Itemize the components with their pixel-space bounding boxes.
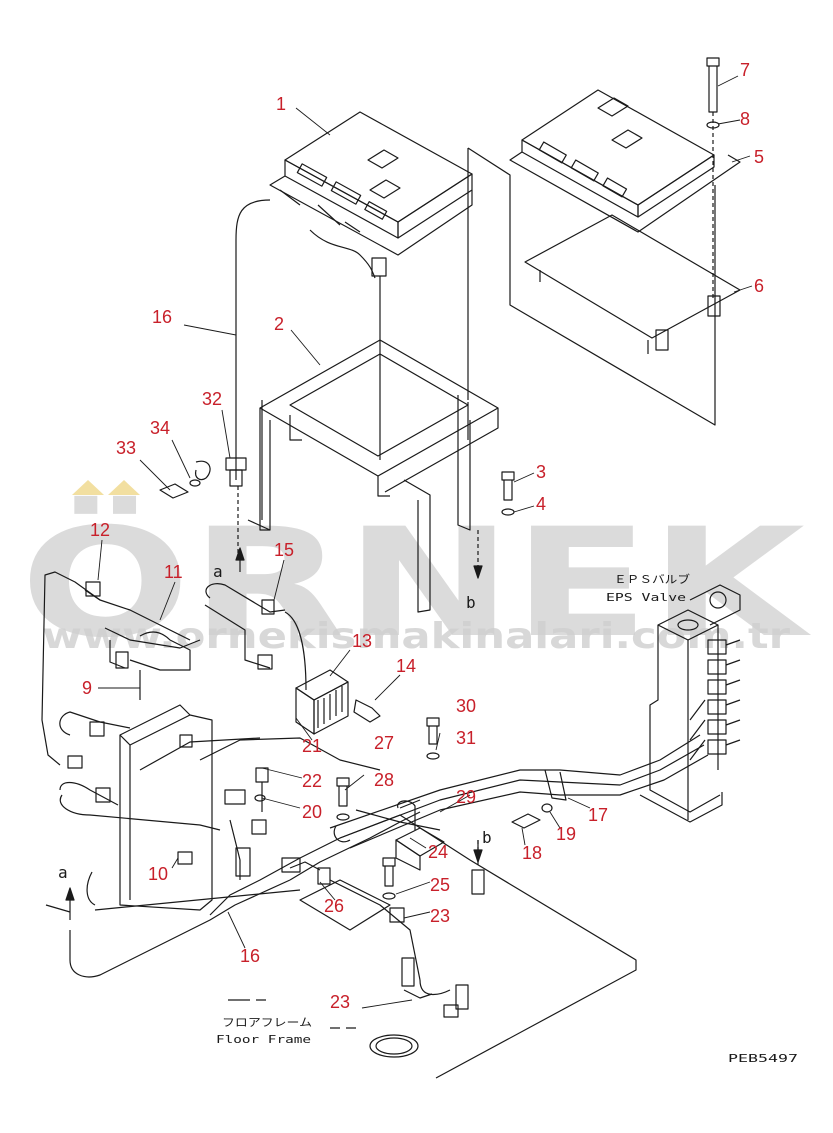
eps-valve-label-en: EPS Valve	[606, 591, 686, 604]
callout-27[interactable]: 27	[374, 733, 394, 753]
callout-13[interactable]: 13	[352, 631, 372, 651]
callout-16-lower[interactable]: 16	[240, 946, 260, 966]
controller-1-harness	[235, 199, 387, 480]
clamp-29	[333, 800, 445, 871]
leader-lines	[97, 75, 753, 1009]
callout-26[interactable]: 26	[324, 896, 344, 916]
eps-valve	[639, 584, 741, 823]
bolt-33	[159, 457, 247, 560]
controller-unit-5	[509, 89, 741, 233]
callout-5[interactable]: 5	[754, 147, 764, 167]
callout-21[interactable]: 21	[302, 736, 322, 756]
bolt-30	[426, 717, 440, 760]
callout-20[interactable]: 20	[302, 802, 322, 822]
watermark-accent-mark	[108, 480, 140, 495]
harness-11	[41, 571, 201, 766]
callout-10[interactable]: 10	[148, 864, 168, 884]
watermark: ÖRNEK www.ornekismakinalari.com.tr	[20, 480, 811, 671]
callout-22[interactable]: 22	[302, 771, 322, 791]
eps-valve-label-jp: ＥＰＳバルブ	[614, 572, 690, 586]
callout-8[interactable]: 8	[740, 109, 750, 129]
watermark-accent-mark	[72, 480, 104, 495]
callout-16-upper[interactable]: 16	[152, 307, 172, 327]
bolt-7	[706, 57, 720, 300]
control-box	[59, 704, 381, 911]
bolt-28	[336, 777, 350, 821]
floor-frame-label-en: Floor Frame	[216, 1033, 311, 1046]
callout-17[interactable]: 17	[588, 805, 608, 825]
callout-6[interactable]: 6	[754, 276, 764, 296]
harness-16	[69, 811, 469, 1018]
callout-23-right[interactable]: 23	[430, 906, 450, 926]
bolt-25	[382, 857, 396, 900]
reference-arrows	[45, 547, 483, 920]
harness-15	[204, 583, 307, 691]
reference-a-bottom: a	[58, 863, 68, 882]
callout-34[interactable]: 34	[150, 418, 170, 438]
callout-29[interactable]: 29	[456, 787, 476, 807]
callout-1[interactable]: 1	[276, 94, 286, 114]
watermark-brand: ÖRNEK	[20, 495, 811, 671]
callout-15[interactable]: 15	[274, 540, 294, 560]
callout-18[interactable]: 18	[522, 843, 542, 863]
callout-7[interactable]: 7	[740, 60, 750, 80]
callout-23-bottom[interactable]: 23	[330, 992, 350, 1012]
drawing-code: PEB5497	[728, 1052, 798, 1065]
harness-trunk	[329, 734, 709, 849]
controller-unit-1	[269, 111, 473, 256]
relay-13	[295, 669, 381, 735]
callout-30[interactable]: 30	[456, 696, 476, 716]
callout-24[interactable]: 24	[428, 842, 448, 862]
floor-frame-label-jp: フロアフレーム	[222, 1016, 312, 1029]
callout-19[interactable]: 19	[556, 824, 576, 844]
annotation-labels: ＥＰＳバルブ EPS Valve フロアフレーム Floor Frame PEB…	[58, 562, 798, 1065]
callout-4[interactable]: 4	[536, 494, 546, 514]
line-art	[41, 57, 753, 1079]
callout-3[interactable]: 3	[536, 462, 546, 482]
callout-31[interactable]: 31	[456, 728, 476, 748]
floor-frame	[94, 814, 637, 1079]
reference-b-bottom: b	[482, 828, 492, 847]
callout-28[interactable]: 28	[374, 770, 394, 790]
callout-14[interactable]: 14	[396, 656, 416, 676]
callout-2[interactable]: 2	[274, 314, 284, 334]
callout-numbers: 1 2 3 4 5 6 7 8 9 10 11 12 13 14 15 16 1…	[82, 60, 764, 1012]
callout-11[interactable]: 11	[164, 562, 183, 582]
callout-33[interactable]: 33	[116, 438, 136, 458]
callout-9[interactable]: 9	[82, 678, 92, 698]
reference-enclosure	[467, 147, 716, 426]
callout-32[interactable]: 32	[202, 389, 222, 409]
reference-b-top: b	[466, 593, 476, 612]
bracket-frame-2	[247, 339, 499, 613]
callout-12[interactable]: 12	[90, 520, 110, 540]
reference-a-top: a	[213, 562, 223, 581]
callout-25[interactable]: 25	[430, 875, 450, 895]
